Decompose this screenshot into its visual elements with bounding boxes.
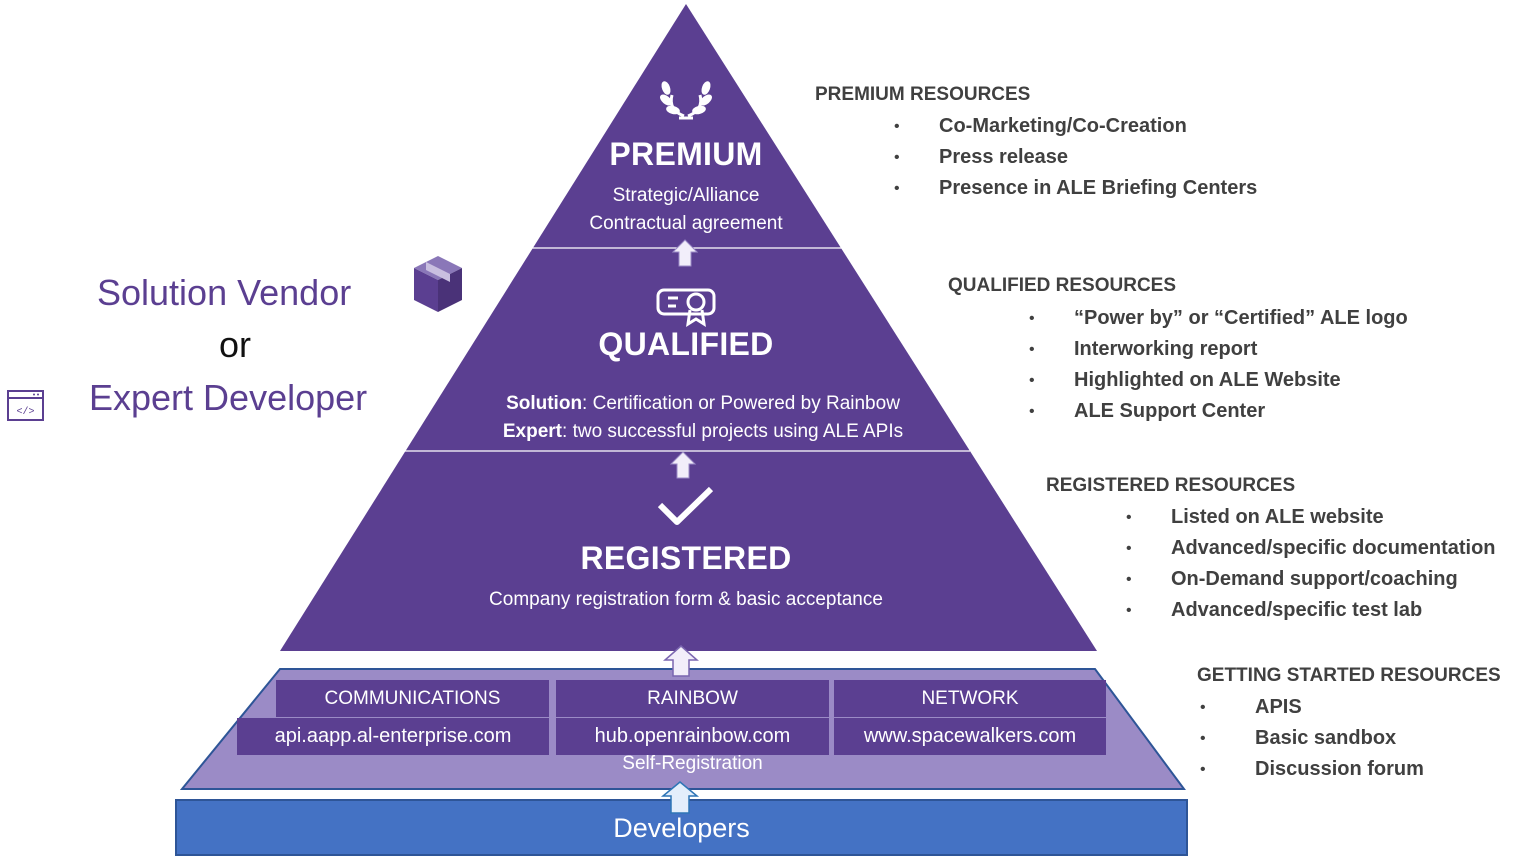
checkmark-icon xyxy=(657,486,714,525)
self-registration-label: Self-Registration xyxy=(622,753,763,774)
list-item: •“Power by” or “Certified” ALE logo xyxy=(1029,307,1408,329)
up-arrow-registered xyxy=(663,645,699,677)
network-url[interactable]: www.spacewalkers.com xyxy=(834,718,1106,755)
registered-resources-list: •Listed on ALE website •Advanced/specifi… xyxy=(1126,502,1496,626)
premium-title: PREMIUM xyxy=(609,136,763,172)
list-item: •Basic sandbox xyxy=(1200,727,1397,749)
premium-subtitle-2: Contractual agreement xyxy=(589,213,783,234)
qualified-expert-line: Expert: two successful projects using AL… xyxy=(420,418,986,445)
list-item: •ALE Support Center xyxy=(1029,400,1266,422)
expert-label: Expert xyxy=(502,421,563,442)
premium-resources-heading: PREMIUM RESOURCES xyxy=(815,84,1031,105)
expert-developer-label: Expert Developer xyxy=(89,377,368,418)
solution-vendor-label: Solution Vendor xyxy=(97,272,352,313)
pyramid-triangle xyxy=(280,4,1097,651)
solution-label: Solution xyxy=(506,393,583,414)
expert-text: : two successful projects using ALE APIs xyxy=(562,421,904,442)
premium-resources-list: •Co-Marketing/Co-Creation •Press release… xyxy=(894,111,1258,204)
box-icon xyxy=(414,256,462,312)
premium-subtitle-1: Strategic/Alliance xyxy=(612,185,760,206)
rainbow-url[interactable]: hub.openrainbow.com xyxy=(556,718,829,755)
list-item: •Co-Marketing/Co-Creation xyxy=(894,115,1187,137)
laurel-wreath-icon xyxy=(660,81,712,120)
qualified-solution-line: Solution: Certification or Powered by Ra… xyxy=(420,390,986,417)
list-item: •Listed on ALE website xyxy=(1126,506,1384,528)
up-arrow-premium xyxy=(671,239,699,267)
list-item: •Presence in ALE Briefing Centers xyxy=(894,177,1258,199)
svg-text:</>: </> xyxy=(16,406,34,418)
developers-label: Developers xyxy=(613,813,750,843)
solution-text: : Certification or Powered by Rainbow xyxy=(582,393,900,414)
up-arrow-developers xyxy=(660,781,700,814)
qualified-title: QUALIFIED xyxy=(598,326,774,362)
list-item: •Press release xyxy=(894,146,1069,168)
registered-title: REGISTERED xyxy=(580,540,792,576)
code-window-icon: </> xyxy=(7,390,44,421)
qualified-resources-heading: QUALIFIED RESOURCES xyxy=(948,275,1177,296)
qualified-resources-list: •“Power by” or “Certified” ALE logo •Int… xyxy=(1029,303,1408,427)
list-item: •On-Demand support/coaching xyxy=(1126,568,1458,590)
list-item: •APIS xyxy=(1200,696,1302,718)
list-item: •Advanced/specific documentation xyxy=(1126,537,1496,559)
column-rainbow-header: RAINBOW xyxy=(556,680,829,717)
certificate-icon xyxy=(656,288,716,327)
registered-subtitle: Company registration form & basic accept… xyxy=(489,589,883,610)
list-item: •Interworking report xyxy=(1029,338,1258,360)
column-network-header: NETWORK xyxy=(834,680,1106,717)
communications-url[interactable]: api.aapp.al-enterprise.com xyxy=(237,718,549,755)
column-communications-header: COMMUNICATIONS xyxy=(276,680,549,717)
getting-started-resources-heading: GETTING STARTED RESOURCES xyxy=(1197,665,1501,686)
registered-resources-heading: REGISTERED RESOURCES xyxy=(1046,475,1296,496)
list-item: •Highlighted on ALE Website xyxy=(1029,369,1341,391)
getting-started-resources-list: •APIS •Basic sandbox •Discussion forum xyxy=(1200,692,1424,785)
list-item: •Discussion forum xyxy=(1200,758,1424,780)
list-item: •Advanced/specific test lab xyxy=(1126,599,1423,621)
or-label: or xyxy=(219,324,252,365)
up-arrow-qualified xyxy=(669,451,697,479)
